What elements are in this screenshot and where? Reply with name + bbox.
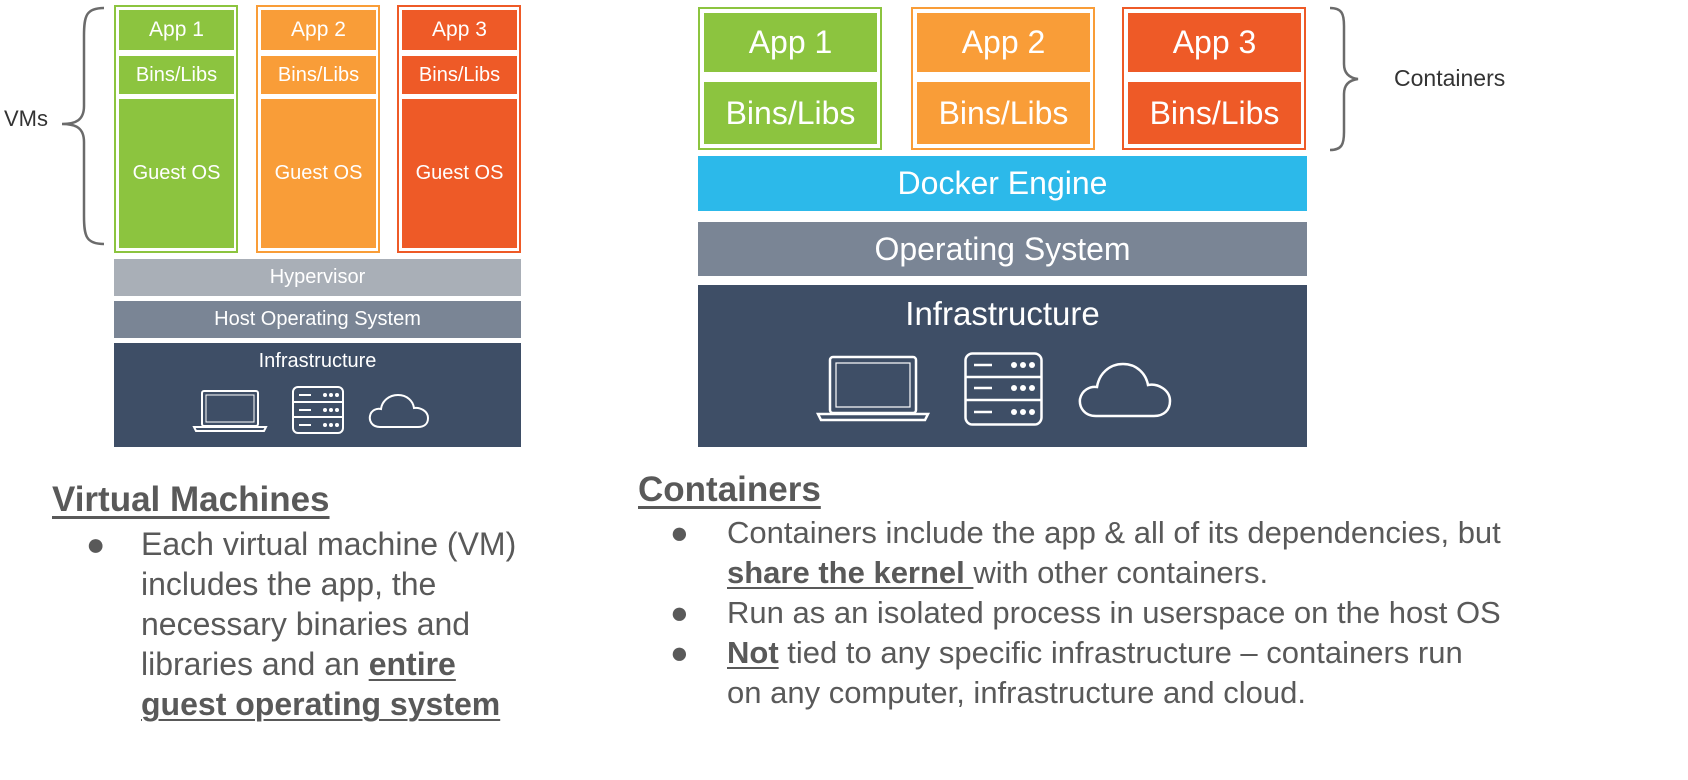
vm-app-2: App 2 bbox=[261, 10, 376, 50]
vm-bullet-line-3: necessary binaries and bbox=[141, 606, 471, 642]
container-bullet-1-line-1: Containers include the app & all of its … bbox=[727, 515, 1501, 550]
vm-app-1: App 1 bbox=[119, 10, 234, 50]
vm-stack-2 bbox=[256, 5, 380, 253]
server-icon bbox=[292, 386, 344, 434]
vm-bins-3: Bins/Libs bbox=[402, 56, 517, 94]
container-bins-3: Bins/Libs bbox=[1128, 82, 1301, 144]
container-section-title: Containers bbox=[638, 470, 821, 509]
server-icon bbox=[964, 352, 1043, 426]
vm-bins-1: Bins/Libs bbox=[119, 56, 234, 94]
vm-bullet-line-2: includes the app, the bbox=[141, 566, 437, 602]
vms-brace-icon bbox=[61, 6, 105, 246]
list-item: ● Containers include the app & all of it… bbox=[670, 513, 1680, 593]
container-bullet-3-line-1: Not tied to any specific infrastructure … bbox=[727, 633, 1680, 673]
vm-infrastructure-label: Infrastructure bbox=[258, 349, 377, 372]
vm-bins-2: Bins/Libs bbox=[261, 56, 376, 94]
vms-label: VMs bbox=[4, 106, 48, 131]
bullet-dot: ● bbox=[670, 635, 689, 670]
vm-bullet-list: ● Each virtual machine (VM) includes the… bbox=[86, 524, 556, 724]
vm-guest-os-2: Guest OS bbox=[261, 99, 376, 248]
cloud-icon bbox=[1078, 362, 1172, 418]
vm-host-os: Host Operating System bbox=[114, 301, 521, 338]
container-bullet-2: Run as an isolated process in userspace … bbox=[727, 595, 1501, 630]
container-bullet-3-emphasis: Not bbox=[727, 635, 779, 670]
vm-bullet-line-1: Each virtual machine (VM) bbox=[141, 526, 517, 562]
container-infrastructure-label: Infrastructure bbox=[905, 295, 1100, 332]
container-stack-3 bbox=[1122, 7, 1306, 150]
vm-infrastructure: Infrastructure bbox=[114, 343, 521, 447]
container-bullet-1-line-2: share the kernel with other containers. bbox=[727, 553, 1680, 593]
laptop-icon bbox=[815, 355, 931, 422]
vm-bullet-line-4-prefix: libraries and an bbox=[141, 646, 369, 682]
vm-guest-os-3: Guest OS bbox=[402, 99, 517, 248]
containers-label: Containers bbox=[1394, 65, 1506, 91]
containers-brace-icon bbox=[1329, 6, 1359, 152]
docker-engine: Docker Engine bbox=[698, 156, 1307, 211]
container-bins-2: Bins/Libs bbox=[917, 82, 1090, 144]
vm-section-title: Virtual Machines bbox=[52, 480, 330, 519]
vm-hypervisor: Hypervisor bbox=[114, 259, 521, 296]
vm-bullet-emphasis-2: guest operating system bbox=[141, 686, 501, 722]
list-item: ● Run as an isolated process in userspac… bbox=[670, 593, 1680, 633]
container-app-2: App 2 bbox=[917, 13, 1090, 72]
list-item: ● Each virtual machine (VM) includes the… bbox=[86, 524, 556, 724]
vm-bullet-emphasis: entire bbox=[368, 646, 456, 682]
cloud-icon bbox=[368, 393, 430, 428]
vm-guest-os-1: Guest OS bbox=[119, 99, 234, 248]
container-app-1: App 1 bbox=[704, 13, 877, 72]
container-operating-system: Operating System bbox=[698, 222, 1307, 276]
list-item: ● Not tied to any specific infrastructur… bbox=[670, 633, 1680, 713]
bullet-dot: ● bbox=[86, 526, 106, 562]
container-app-3: App 3 bbox=[1128, 13, 1301, 72]
laptop-icon bbox=[192, 390, 268, 432]
vm-stack-1 bbox=[114, 5, 238, 253]
container-stack-2 bbox=[911, 7, 1095, 150]
vm-bullet-line-4: libraries and an entire bbox=[141, 644, 556, 684]
vm-stack-3 bbox=[397, 5, 521, 253]
container-bullet-3-line-2: on any computer, infrastructure and clou… bbox=[727, 675, 1306, 710]
container-bullet-3-rest: tied to any specific infrastructure – co… bbox=[778, 635, 1463, 670]
container-bullet-list: ● Containers include the app & all of it… bbox=[670, 513, 1680, 713]
container-bullet-1-rest: with other containers. bbox=[973, 555, 1269, 590]
container-stack-1 bbox=[698, 7, 882, 150]
bullet-dot: ● bbox=[670, 515, 689, 550]
bullet-dot: ● bbox=[670, 595, 689, 630]
container-infrastructure: Infrastructure bbox=[698, 285, 1307, 447]
container-bins-1: Bins/Libs bbox=[704, 82, 877, 144]
vm-bullet-line-5: guest operating system bbox=[141, 684, 556, 724]
container-bullet-1-emphasis: share the kernel bbox=[727, 555, 974, 590]
vm-app-3: App 3 bbox=[402, 10, 517, 50]
